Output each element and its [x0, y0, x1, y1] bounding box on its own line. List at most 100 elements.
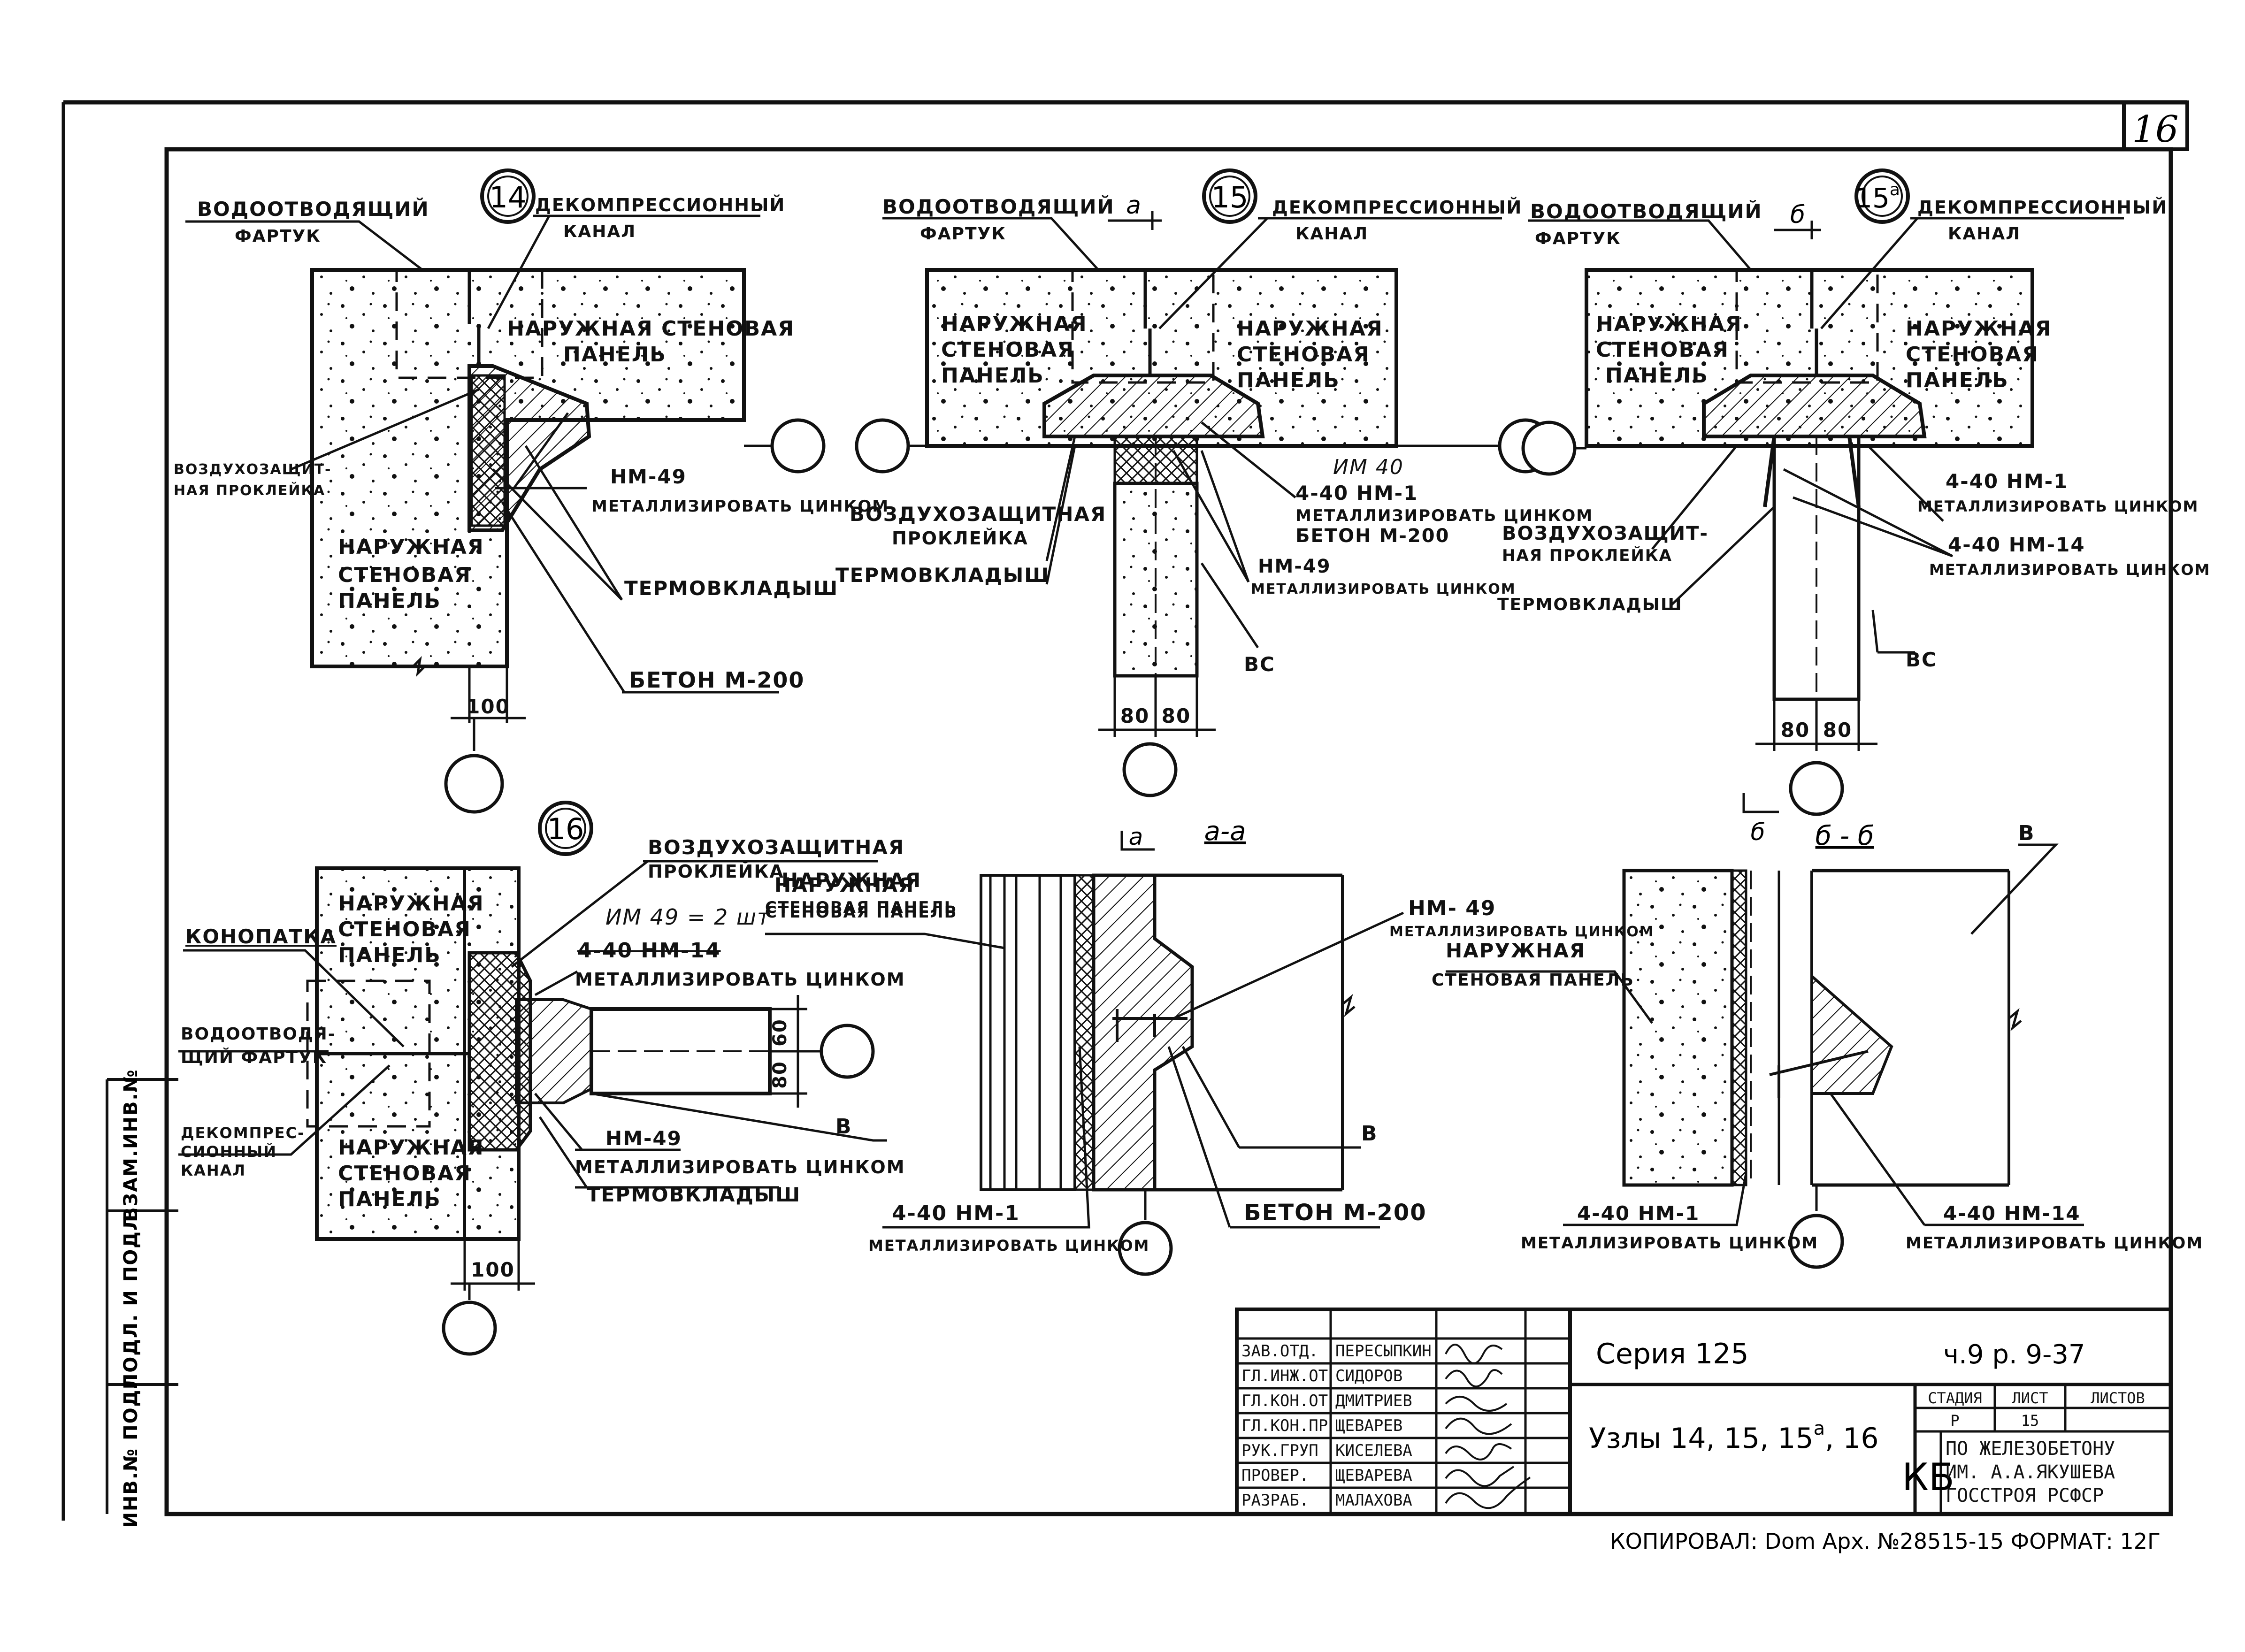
node-15a-number: 15а	[1855, 180, 1900, 214]
node-15a-panel-l3: ПАНЕЛЬ	[1605, 364, 1709, 388]
node-15-panel-r3: ПАНЕЛЬ	[1237, 368, 1340, 392]
tb-role-4: РУК.ГРУП	[1241, 1441, 1318, 1460]
section-b-b: б б - б В НАРУЖНАЯ СТЕНОВАЯ ПАНЕЛЬ 4-40 …	[1432, 793, 2203, 1269]
node-16-panel-b1: НАРУЖНАЯ	[338, 1136, 484, 1160]
node-15-dim1: 80	[1120, 704, 1149, 727]
tb-role-3: ГЛ.КОН.ПР	[1241, 1416, 1328, 1435]
node-16-panel-t1: НАРУЖНАЯ	[338, 892, 484, 916]
node-16-dim: 100	[471, 1258, 515, 1281]
node-15-nm1-label: 4-40 НМ-1	[1295, 482, 1418, 505]
section-b-v-label: В	[2018, 821, 2035, 845]
node-15-nm49-label: НМ-49	[1258, 556, 1331, 577]
node-15-cut-label: а	[1126, 191, 1141, 220]
node-15a-zinc2-label: МЕТАЛЛИЗИРОВАТЬ ЦИНКОМ	[1929, 561, 2210, 579]
node-15a-apron-label: ВОДООТВОДЯЩИЙ	[1530, 199, 1762, 223]
node-15-zinc2-label: МЕТАЛЛИЗИРОВАТЬ ЦИНКОМ	[1251, 581, 1516, 597]
node-15-panel-l1: НАРУЖНАЯ	[941, 312, 1088, 336]
node-16-panel-r2: СТЕНОВАЯ ПАНЕЛЬ	[765, 898, 958, 917]
node-15-apron-label: ВОДООТВОДЯЩИЙ	[882, 195, 1115, 218]
node-16-zinc1-label: МЕТАЛЛИЗИРОВАТЬ ЦИНКОМ	[575, 969, 905, 990]
node-15-panel-r2: СТЕНОВАЯ	[1237, 343, 1370, 367]
section-a-zinc-label: МЕТАЛЛИЗИРОВАТЬ ЦИНКОМ	[1389, 924, 1655, 940]
tb-org-line-2: ИМ. А.А.ЯКУШЕВА	[1946, 1461, 2115, 1483]
node-15: 15 а ВОДООТВОДЯЩИЙ ФАРТУК ДЕКОМПРЕССИОНН…	[835, 168, 1592, 797]
tb-org-line-3: ГОССТРОЯ РСФСР	[1946, 1485, 2104, 1507]
node-15-panel-r1: НАРУЖНАЯ	[1237, 317, 1383, 341]
node-15a-dim1: 80	[1781, 719, 1810, 742]
node-15a-panel-r2: СТЕНОВАЯ	[1906, 343, 2039, 367]
tb-role-5: ПРОВЕР.	[1241, 1466, 1309, 1485]
section-a-panel-2: СТЕНОВАЯ ПАНЕЛЬ	[765, 903, 958, 922]
section-a-v-label: В	[1361, 1122, 1378, 1146]
tb-stage: Р	[1950, 1412, 1959, 1430]
node-14-apron-label-2: ФАРТУК	[235, 227, 321, 246]
node-16-decomp-label: ДЕКОМПРЕС-	[181, 1124, 305, 1142]
tb-nodes: Узлы 14, 15, 15а, 16	[1589, 1418, 1879, 1455]
node-14-zinc-label: МЕТАЛЛИЗИРОВАТЬ ЦИНКОМ	[591, 497, 889, 516]
node-15a-vs-label: ВС	[1906, 648, 1937, 671]
section-a-cut-mark: а	[1129, 823, 1143, 850]
tb-series: Серия 125	[1596, 1338, 1749, 1370]
node-16-apron-label: ВОДООТВОДЯ-	[181, 1025, 336, 1044]
tb-role-2: ГЛ.КОН.ОТ	[1241, 1392, 1328, 1410]
section-a-title: а-а	[1204, 816, 1246, 847]
tb-sheet: 15	[2021, 1412, 2039, 1430]
node-16-decomp-label-3: КАНАЛ	[181, 1162, 246, 1179]
tb-role-1: ГЛ.ИНЖ.ОТ	[1241, 1367, 1328, 1385]
section-a-nm1-label: 4-40 НМ-1	[892, 1201, 1020, 1225]
node-15a-decomp-label: ДЕКОМПРЕССИОННЫЙ	[1917, 197, 2168, 218]
tb-role-6: РАЗРАБ.	[1241, 1491, 1309, 1510]
section-a-panel-1: НАРУЖНАЯ	[774, 873, 914, 896]
node-14-decomp-label: ДЕКОМПРЕССИОННЫЙ	[535, 195, 785, 215]
node-16-airseal-label-2: ПРОКЛЕЙКА	[648, 861, 784, 882]
node-15a-number-sup: а	[1890, 180, 1900, 199]
section-b-nm14-label: 4-40 НМ-14	[1943, 1202, 2081, 1225]
node-15a-decomp-label-2: КАНАЛ	[1948, 224, 2021, 244]
node-15a-cut-label: б	[1790, 201, 1805, 229]
tb-name-0: ПЕРЕСЫПКИН	[1335, 1342, 1432, 1361]
section-b-title: б - б	[1816, 821, 1874, 851]
node-15-apron-label-2: ФАРТУК	[920, 224, 1006, 244]
section-b-panel-2: СТЕНОВАЯ ПАНЕЛЬ	[1432, 971, 1634, 990]
tb-stage-header: СТАДИЯ	[1928, 1389, 1982, 1407]
section-a-concrete-label: БЕТОН М-200	[1244, 1200, 1427, 1226]
node-15-handwritten: ИМ 40	[1333, 455, 1404, 479]
node-14-concrete-label: БЕТОН М-200	[629, 667, 805, 693]
node-15a-airseal-label: ВОЗДУХОЗАЩИТ-	[1502, 523, 1709, 544]
node-15-panel-l3: ПАНЕЛЬ	[941, 364, 1044, 388]
node-14-number: 14	[490, 180, 527, 214]
node-15a-panel-l2: СТЕНОВАЯ	[1596, 338, 1729, 362]
node-15a-thermo-label: ТЕРМОВКЛАДЫШ	[1497, 595, 1682, 614]
node-16-panel-b3: ПАНЕЛЬ	[338, 1187, 441, 1211]
node-15a-panel-r3: ПАНЕЛЬ	[1906, 368, 2009, 392]
node-15-concrete-label: БЕТОН М-200	[1295, 525, 1449, 547]
section-b-zinc2-label: МЕТАЛЛИЗИРОВАТЬ ЦИНКОМ	[1906, 1234, 2203, 1253]
side-stamp-1: ВЗАМ.ИНВ.№	[120, 1069, 142, 1222]
node-14-nm-label: НМ-49	[610, 465, 687, 488]
node-14-panel-left-3: ПАНЕЛЬ	[338, 589, 441, 613]
node-16-v-label: В	[835, 1115, 852, 1139]
tb-role-0: ЗАВ.ОТД.	[1241, 1342, 1318, 1361]
node-14-panel-top-2: ПАНЕЛЬ	[563, 343, 667, 367]
node-14-decomp-label-2: КАНАЛ	[563, 222, 636, 241]
node-15a-zinc1-label: МЕТАЛЛИЗИРОВАТЬ ЦИНКОМ	[1917, 497, 2199, 515]
sheet-frame	[61, 100, 2189, 1521]
node-14-panel-left: НАРУЖНАЯ	[338, 535, 484, 559]
node-15a: 15а б ВОДООТВОДЯЩИЙ ФАРТУК ДЕКОМПРЕССИОН…	[1497, 168, 2210, 816]
node-15a-panel-l1: НАРУЖНАЯ	[1596, 312, 1742, 336]
node-15a-apron-label-2: ФАРТУК	[1535, 229, 1621, 248]
node-15a-airseal-label-2: НАЯ ПРОКЛЕЙКА	[1502, 546, 1672, 565]
tb-signatures	[1445, 1344, 1531, 1509]
node-15-airseal-label-2: ПРОКЛЕЙКА	[892, 528, 1028, 549]
tb-org-line-1: ПО ЖЕЛЕЗОБЕТОНУ	[1946, 1438, 2115, 1460]
node-16-nm49-label: НМ-49	[605, 1127, 682, 1150]
node-16-nm14-label: 4-40 НМ-14	[577, 939, 721, 963]
title-block: ЗАВ.ОТД. ГЛ.ИНЖ.ОТ ГЛ.КОН.ОТ ГЛ.КОН.ПР Р…	[1235, 1308, 2173, 1516]
node-16-thermo-label: ТЕРМОВКЛАДЫШ	[587, 1183, 801, 1206]
node-16-apron-label-2: ЩИЙ ФАРТУК	[181, 1048, 327, 1067]
node-16-panel-t2: СТЕНОВАЯ	[338, 918, 471, 941]
node-15-panel-l2: СТЕНОВАЯ	[941, 338, 1074, 362]
tb-name-4: КИСЕЛЕВА	[1335, 1441, 1412, 1460]
node-15a-dim2: 80	[1823, 719, 1852, 742]
